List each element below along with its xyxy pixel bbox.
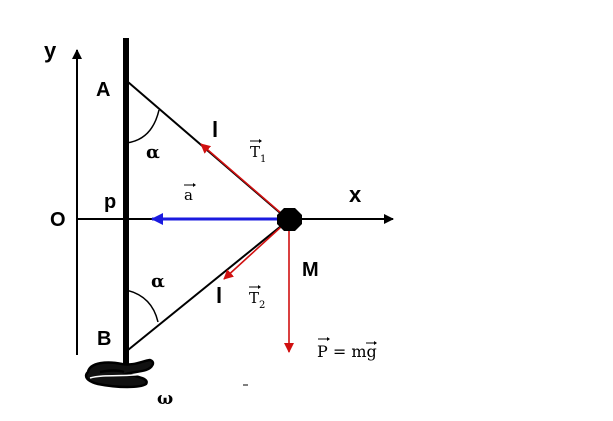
point-p-label: p [104,191,116,213]
mass-point [277,208,302,231]
length-bottom-label: l [216,283,222,308]
string-bottom [127,221,287,351]
angle-top-label: α [146,142,160,163]
point-b-label: B [97,328,111,350]
length-top-label: l [212,117,218,142]
rotation-symbol [84,358,155,389]
angle-bottom-label: α [151,271,165,292]
y-axis-label: y [44,38,57,63]
accel-label: a [184,186,193,204]
point-a-label: A [96,79,110,101]
tension-2-label: T [249,289,259,307]
point-m-label: M [302,259,319,281]
weight-label: P = mg [317,342,377,361]
tension-1-arrow [200,143,283,215]
angle-arc-top [125,109,160,144]
x-axis-label: x [349,182,362,207]
rotation-stroke [89,373,143,379]
tension-1-subscript: 1 [260,154,266,165]
tension-1-label: T [250,143,260,161]
tension-2-arrow [223,225,283,280]
tension-2-subscript: 2 [259,300,265,311]
omega-label: ω [157,389,173,409]
angle-arc-bottom [125,289,159,323]
origin-label: O [50,209,66,231]
